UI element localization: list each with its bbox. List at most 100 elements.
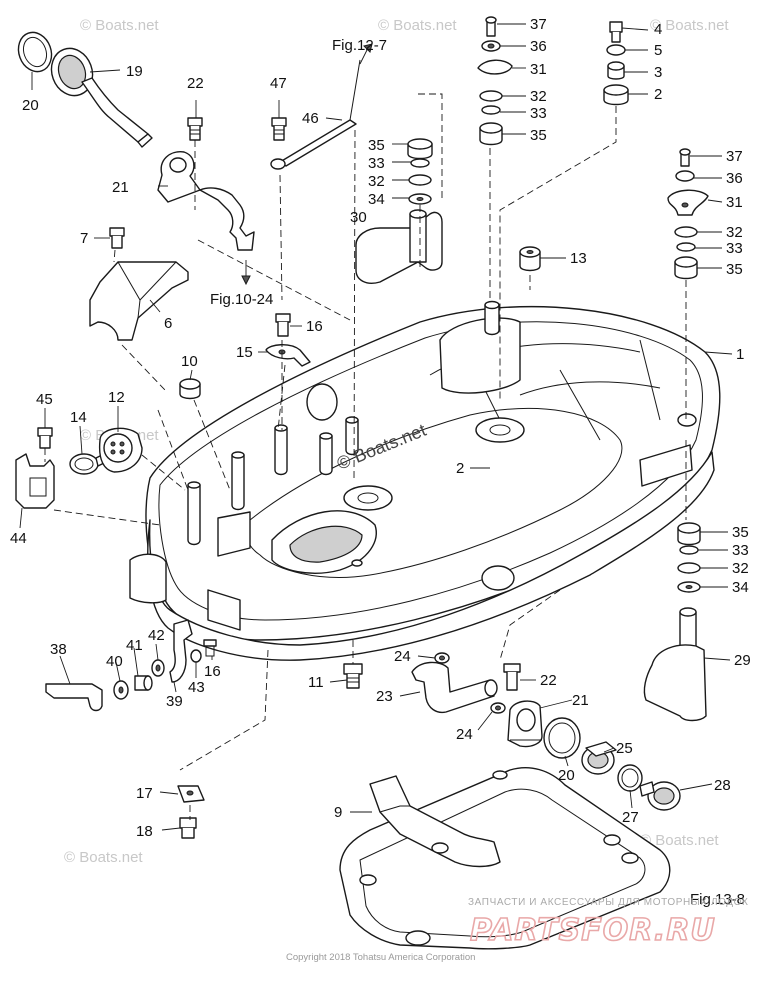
stack-center-top [477,16,513,146]
grommet-20-low [543,717,581,759]
callout-labels: 20 19 22 21 47 46 37 36 31 32 33 35 4 5 … [10,16,751,840]
callout-24: 24 [456,726,473,743]
clip-24-top [434,652,450,664]
callout-47: 47 [270,75,287,92]
callout-37: 37 [530,16,547,33]
callout-46: 46 [302,110,319,127]
callout-21: 21 [572,692,589,709]
bolt-7 [109,227,125,249]
callout-6: 6 [164,315,172,332]
stack-mid [407,138,433,205]
hose-23 [411,661,498,714]
figure-ref-bottom[interactable]: Fig.13-8 [690,891,745,908]
lever-38 [45,683,103,712]
callout-33: 33 [368,155,385,172]
stack-right-top [603,21,629,106]
callout-34: 34 [732,579,749,596]
bottom-cowling [129,300,721,661]
callout-40: 40 [106,653,123,670]
callout-45: 45 [36,391,53,408]
callout-23: 23 [376,688,393,705]
callout-10: 10 [181,353,198,370]
watermark-top-center: © Boats.net [378,17,457,34]
callout-24: 24 [394,648,411,665]
bolt-16-top [275,313,291,337]
callout-34: 34 [368,191,385,208]
bolt-11 [343,663,363,689]
callout-22: 22 [540,672,557,689]
shop-watermark-text: ЗАПЧАСТИ И АКСЕССУАРЫ ДЛЯ МОТОРНЫХ ЛОДОК [468,897,748,908]
callout-37: 37 [726,148,743,165]
figure-ref-arrows [241,43,373,286]
bolt-47 [271,117,287,141]
watermark-bottom-left: © Boats.net [64,849,143,866]
callout-43: 43 [188,679,205,696]
lower-plate-9 [339,767,671,950]
screw-16-low [203,639,217,657]
cord-grommet-19 [50,47,153,148]
bolt-45 [37,427,53,449]
callout-38: 38 [50,641,67,658]
callout-14: 14 [70,409,87,426]
callout-33: 33 [530,105,547,122]
plate-17 [177,785,205,803]
collar-41 [134,675,153,691]
bolt-22-top [187,117,203,141]
callout-41: 41 [126,637,143,654]
callout-29: 29 [734,652,751,669]
figure-ref-top[interactable]: Fig.12-7 [332,37,387,54]
figure-ref-left[interactable]: Fig.10-24 [210,291,273,308]
callout-20: 20 [22,97,39,114]
watermark-bottom-right: © Boats.net [640,832,719,849]
bracket-44 [15,453,55,509]
callout-1: 1 [736,346,744,363]
callout-42: 42 [148,627,165,644]
callout-25: 25 [616,740,633,757]
callout-16: 16 [306,318,323,335]
clamp-14 [69,453,107,475]
brand-logo: PARTSFOR.RU [470,913,716,948]
callout-17: 17 [136,785,153,802]
reference-lines [44,93,687,820]
callout-11: 11 [308,674,324,691]
callout-13: 13 [570,250,587,267]
lever-30 [355,209,443,284]
leader-lines [19,23,733,831]
plug-12 [98,427,143,473]
bracket-21-low [507,700,543,748]
wire-46 [270,59,361,170]
bolt-18 [179,817,197,839]
callout-30: 30 [350,209,367,226]
bracket-6 [89,261,189,341]
callout-35: 35 [530,127,547,144]
washer-42 [151,659,165,677]
grommet-10 [179,378,201,400]
grommet-25 [581,741,617,775]
callout-2: 2 [654,86,662,103]
callout-35: 35 [732,524,749,541]
oring-27 [617,764,643,792]
stack-right-low [677,522,701,593]
callout-18: 18 [136,823,153,840]
copyright-text: Copyright 2018 Tohatsu America Corporati… [286,952,475,963]
callout-21: 21 [112,179,129,196]
callout-35: 35 [368,137,385,154]
lever-29 [643,607,707,722]
callout-33: 33 [726,240,743,257]
callout-15: 15 [236,344,253,361]
stack-right [667,148,709,280]
callout-2: 2 [456,460,464,477]
callout-39: 39 [166,693,183,710]
callout-16: 16 [204,663,221,680]
grommet-20-top [17,31,53,73]
callout-19: 19 [126,63,143,80]
callout-31: 31 [726,194,743,211]
grommet-13 [519,246,541,272]
callout-36: 36 [726,170,743,187]
callout-35: 35 [726,261,743,278]
callout-7: 7 [80,230,88,247]
washer-40 [113,680,129,700]
callout-12: 12 [108,389,125,406]
hook-39 [169,619,193,683]
